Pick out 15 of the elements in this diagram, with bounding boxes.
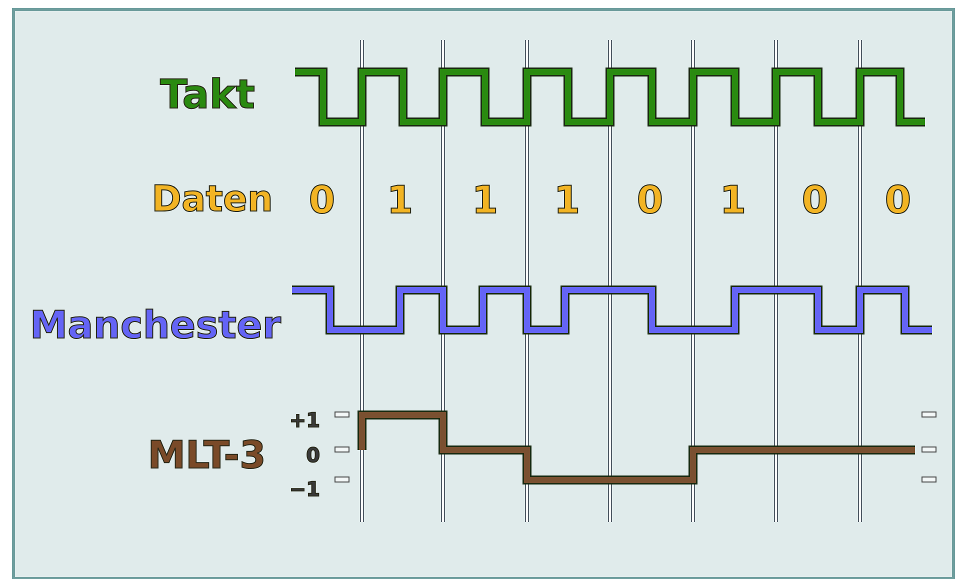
bit-value: 1	[720, 181, 746, 219]
signal-label: MLT-3	[148, 436, 266, 474]
bit-value: 1	[386, 181, 414, 219]
level-label: 0	[306, 445, 320, 465]
signal-label: Takt	[160, 75, 255, 115]
signal-label: Daten	[152, 182, 273, 218]
bit-value: 0	[802, 181, 828, 219]
bit-value: 0	[884, 181, 912, 219]
level-label: +1	[289, 410, 320, 430]
bit-value: 0	[308, 181, 336, 219]
bit-value: 0	[636, 181, 664, 219]
bit-value: 1	[472, 181, 498, 219]
signal-label: Manchester	[30, 306, 281, 344]
level-label: −1	[289, 479, 320, 499]
bit-value: 1	[554, 181, 580, 219]
